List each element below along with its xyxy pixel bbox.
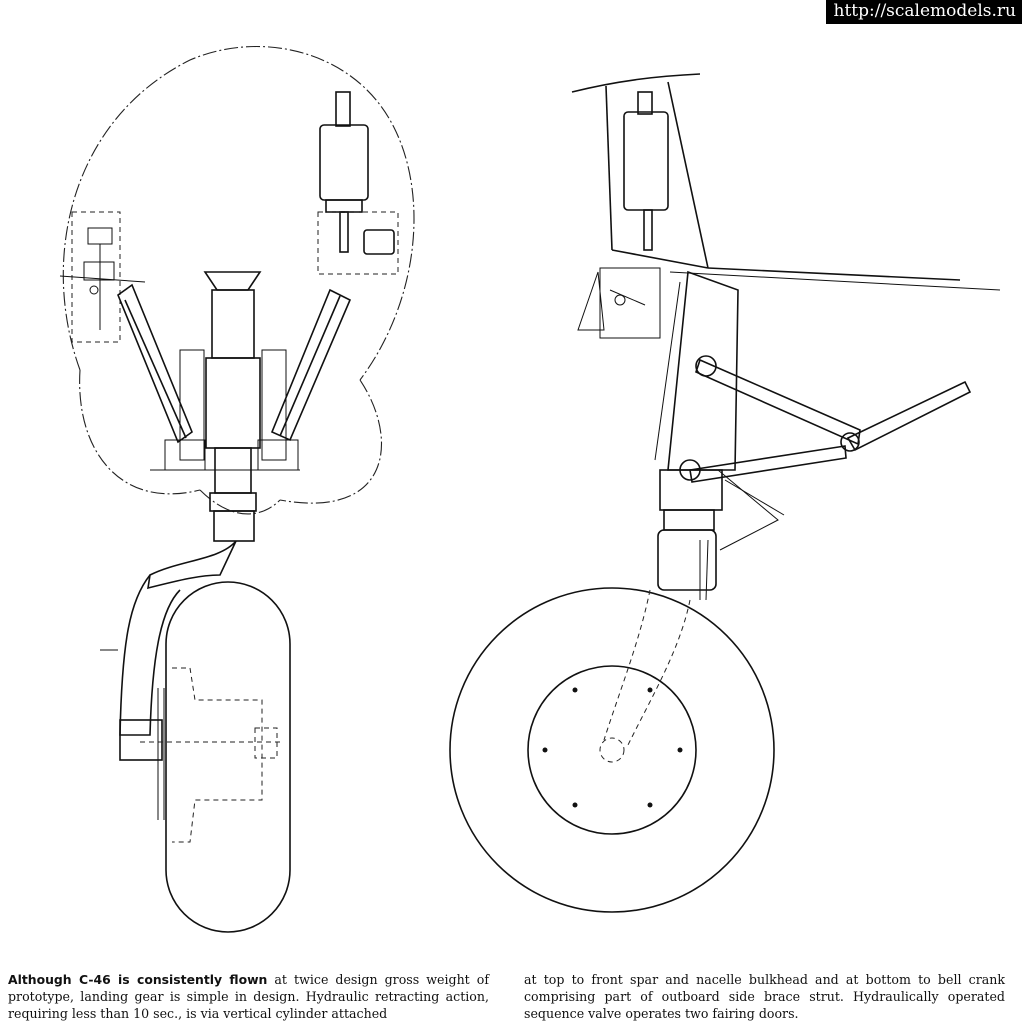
side-wheel-bolts xyxy=(542,687,683,808)
caption-left-text: at twice design gross weight of prototyp… xyxy=(8,971,490,1021)
caption-lead: Although C-46 is consistently flown xyxy=(8,971,268,987)
side-tire xyxy=(449,587,775,913)
front-lower-arc-left xyxy=(79,369,201,495)
side-axle-fork xyxy=(599,589,691,763)
caption-right: at top to front spar and nacelle bulkhea… xyxy=(524,971,1005,1021)
front-main-strut xyxy=(203,271,262,542)
landing-gear-drawing xyxy=(59,45,1001,933)
front-brace-struts xyxy=(117,283,352,444)
side-nacelle-top xyxy=(571,73,701,93)
front-nacelle-outline xyxy=(62,45,415,381)
front-wheel-hub xyxy=(140,667,280,843)
retract-cylinder xyxy=(319,91,395,255)
front-lower-arc-right xyxy=(279,379,383,504)
side-wheel-rim xyxy=(527,665,697,835)
front-tire xyxy=(165,581,291,933)
front-fork xyxy=(119,540,237,761)
side-main-strut xyxy=(657,270,739,591)
side-brace-struts xyxy=(679,355,972,483)
side-retract-cylinder xyxy=(623,91,669,251)
side-view xyxy=(449,73,1001,913)
front-view xyxy=(59,45,415,933)
caption-left: Although C-46 is consistently flown at t… xyxy=(8,971,489,1022)
watermark-url: http://scalemodels.ru xyxy=(825,0,1022,24)
